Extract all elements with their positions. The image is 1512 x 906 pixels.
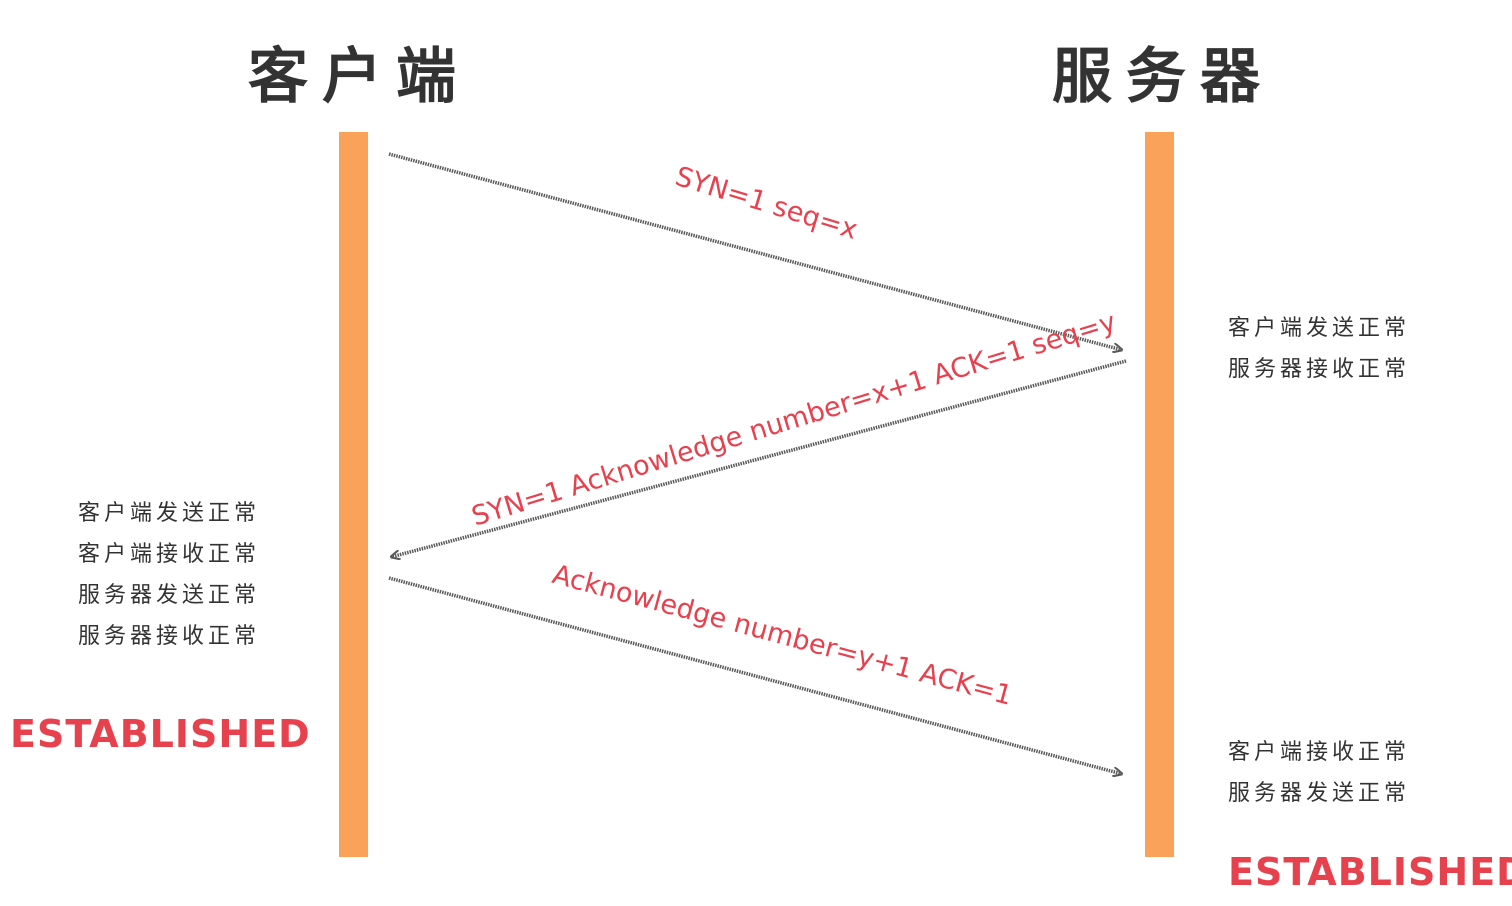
note-line: 服务器接收正常 — [1228, 357, 1411, 382]
server-lifeline — [1145, 132, 1174, 857]
client-established-state: ESTABLISHED — [10, 712, 311, 756]
note-line: 服务器发送正常 — [78, 583, 261, 608]
client-title: 客户端 — [248, 42, 470, 112]
server-note-after-ack: 客户端接收正常 服务器发送正常 — [1228, 732, 1410, 814]
syn-arrow — [388, 152, 1122, 350]
syn-ack-arrow — [391, 359, 1127, 557]
server-note-after-syn: 客户端发送正常 服务器接收正常 — [1228, 308, 1410, 390]
client-note-after-syn-ack: 客户端发送正常 客户端接收正常 服务器发送正常 服务器接收正常 — [78, 493, 260, 657]
note-line: 客户端发送正常 — [78, 501, 261, 526]
ack-arrow — [388, 576, 1122, 774]
note-line: 客户端接收正常 — [78, 542, 261, 567]
note-line: 服务器发送正常 — [1228, 781, 1411, 806]
client-lifeline — [339, 132, 368, 857]
server-title: 服务器 — [1052, 42, 1274, 112]
note-line: 客户端接收正常 — [1228, 740, 1411, 765]
note-line: 服务器接收正常 — [78, 624, 261, 649]
server-established-state: ESTABLISHED — [1228, 850, 1512, 894]
note-line: 客户端发送正常 — [1228, 316, 1411, 341]
